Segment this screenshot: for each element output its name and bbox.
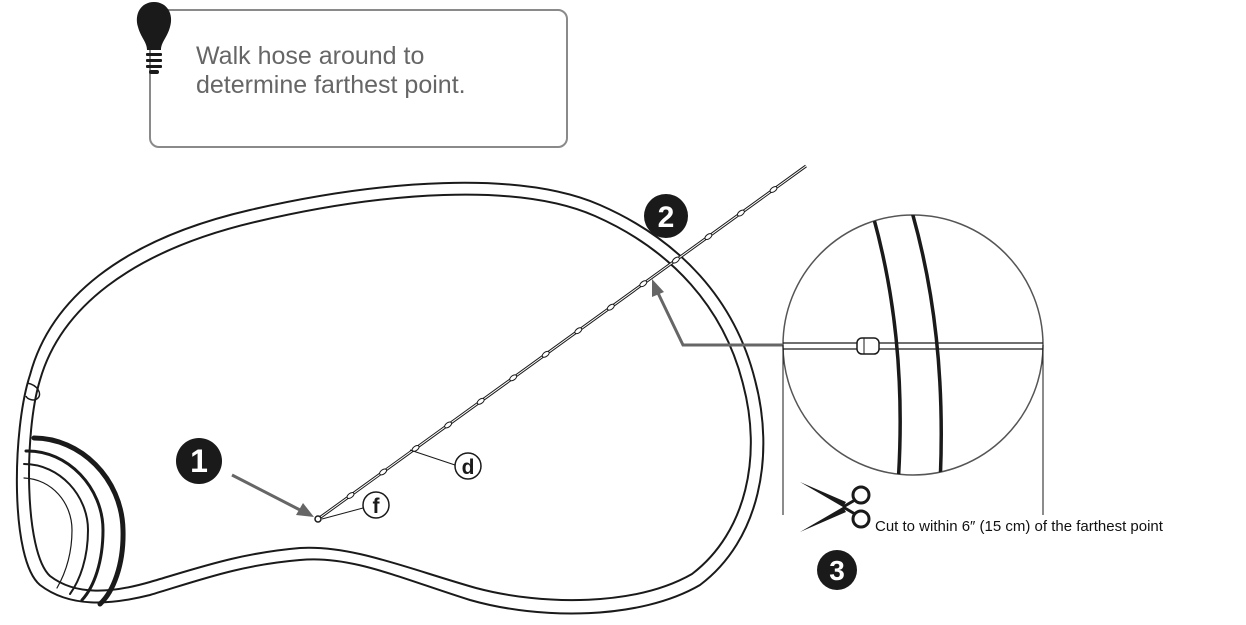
arrow-2 [652, 279, 785, 347]
scissors-icon [800, 482, 871, 532]
pool-steps [23, 435, 126, 607]
emitter [574, 327, 583, 335]
tip-line-2: determine farthest point. [196, 71, 466, 99]
tip-text: Walk hose around to determine farthest p… [196, 42, 556, 100]
step-2-badge: 2 [644, 194, 688, 238]
callout-d-label: d [462, 456, 475, 479]
emitter [509, 374, 518, 382]
detail-magnifier [782, 214, 1044, 515]
step-2-number: 2 [658, 201, 675, 234]
hose-end-fitting [314, 515, 322, 523]
emitter [606, 303, 615, 311]
arrow-1 [231, 473, 314, 517]
tip-line-1: Walk hose around to [196, 42, 425, 70]
callout-f: f [321, 491, 390, 520]
emitter [444, 421, 453, 429]
emitter [346, 492, 355, 499]
emitters [346, 186, 778, 499]
emitter [736, 209, 745, 217]
skimmer [25, 382, 41, 401]
lightbulb-icon [136, 2, 172, 74]
step-1-badge: 1 [176, 438, 222, 484]
tip-box [149, 9, 568, 148]
emitter [704, 233, 713, 241]
step-1-number: 1 [190, 443, 208, 479]
emitter [476, 397, 485, 405]
emitter [671, 256, 680, 264]
callout-f-label: f [373, 495, 381, 518]
emitter [769, 186, 778, 193]
hose [317, 164, 807, 521]
emitter [639, 280, 648, 288]
cut-instruction: Cut to within 6″ (15 cm) of the farthest… [875, 518, 1163, 535]
emitter [379, 468, 388, 476]
step-3-badge: 3 [817, 550, 857, 590]
callout-d: d [409, 449, 482, 480]
pool-outline [15, 181, 765, 615]
emitter [541, 350, 550, 358]
step-3-number: 3 [829, 555, 845, 586]
